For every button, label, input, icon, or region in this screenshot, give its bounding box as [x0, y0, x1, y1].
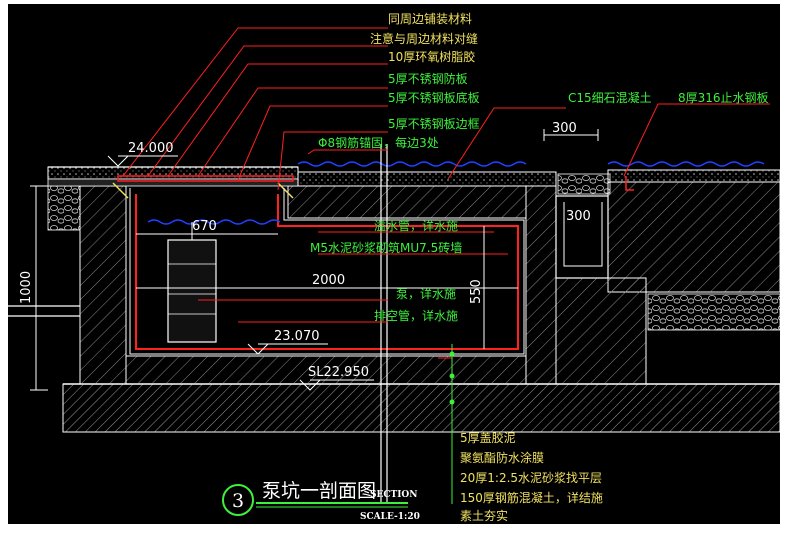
note-paving: 同周边铺装材料 [388, 12, 472, 26]
note-layer-4: 150厚钢筋混凝土，详结施 [460, 490, 603, 505]
note-concrete: C15细石混凝土 [568, 90, 652, 105]
note-cover-plate: 5厚不锈钢防板 [388, 71, 468, 86]
title-number-circle [222, 484, 254, 516]
base-slab [62, 383, 780, 433]
dimension-text: 24.000 670 2000 23.070 SL22.950 1000 550… [19, 121, 591, 380]
note-layer-5: 素土夯实 [460, 508, 508, 523]
note-bottom-plate: 5厚不锈钢板底板 [388, 90, 480, 105]
drain-channel [555, 169, 780, 385]
note-rebar-anchor: Φ8钢筋锚固，每边3处 [318, 135, 439, 150]
note-drain-pipe: 排空管，详水施 [374, 308, 458, 323]
pump [167, 222, 217, 343]
notes-bottom: 5厚盖胶泥 聚氨酯防水涂膜 20厚1:2.5水泥砂浆找平层 150厚钢筋混凝土，… [460, 430, 603, 523]
bottom-leader [449, 344, 455, 504]
dim-1000: 1000 [19, 271, 34, 304]
dim-300-top: 300 [552, 121, 577, 136]
title-block: 3 泵坑一剖面图 SECTION SCALE-1:20 [222, 480, 420, 522]
note-layer-1: 5厚盖胶泥 [460, 430, 516, 445]
cad-canvas: 同周边铺装材料 注意与周边材料对缝 10厚环氧树脂胶 5厚不锈钢防板 5厚不锈钢… [8, 4, 780, 524]
elev-sl: SL22.950 [308, 365, 369, 380]
elev-top: 24.000 [128, 141, 174, 156]
dim-2000: 2000 [312, 273, 345, 288]
elev-pump: 23.070 [274, 329, 320, 344]
riser-pipe [380, 144, 388, 504]
left-wall [47, 185, 127, 385]
dim-550: 550 [469, 279, 484, 304]
note-pump: 泵，详水施 [396, 286, 456, 301]
water-level [147, 161, 765, 225]
title-scale: SCALE-1:20 [360, 512, 420, 522]
dim-670: 670 [192, 219, 217, 234]
note-joint-alignment: 注意与周边材料对缝 [370, 31, 478, 46]
cover-plate [112, 175, 294, 199]
dimension-lines [30, 129, 599, 391]
dim-300-inner: 300 [566, 209, 591, 224]
section-drawing: 同周边铺装材料 注意与周边材料对缝 10厚环氧树脂胶 5厚不锈钢防板 5厚不锈钢… [8, 12, 780, 523]
note-layer-2: 聚氨酯防水涂膜 [460, 450, 544, 465]
note-waterstop: 8厚316止水钢板 [678, 91, 769, 105]
note-brick-wall: M5水泥砂浆砌筑MU7.5砖墙 [310, 240, 462, 255]
title-section: SECTION [370, 490, 418, 500]
note-overflow-pipe: 溢水管，详水施 [374, 218, 458, 233]
inlet-pipe [8, 305, 80, 317]
title-name: 泵坑一剖面图 [262, 480, 376, 502]
leader-lines [122, 27, 770, 504]
note-epoxy: 10厚环氧树脂胶 [388, 49, 475, 64]
notes-top: 同周边铺装材料 注意与周边材料对缝 10厚环氧树脂胶 5厚不锈钢防板 5厚不锈钢… [318, 12, 769, 150]
notes-mid: 溢水管，详水施 M5水泥砂浆砌筑MU7.5砖墙 泵，详水施 排空管，详水施 [310, 218, 462, 323]
note-layer-3: 20厚1:2.5水泥砂浆找平层 [460, 470, 602, 485]
title-number: 3 [232, 490, 244, 512]
note-plate-frame: 5厚不锈钢板边框 [388, 117, 480, 131]
